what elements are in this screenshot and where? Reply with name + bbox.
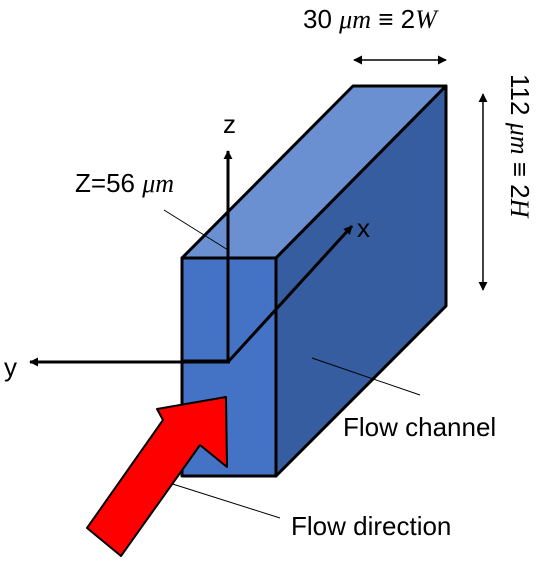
x-axis-label: x <box>357 213 370 243</box>
flow-channel-leader <box>311 357 421 396</box>
flow-direction-arrow-icon <box>86 396 228 557</box>
y-axis-label: y <box>4 352 17 382</box>
x-axis-line <box>226 224 354 364</box>
z-position-label: Z=56 μm <box>75 168 174 198</box>
z-axis-label: z <box>223 109 236 139</box>
flow-direction-label: Flow direction <box>291 511 451 541</box>
width-label: 30 μm ≡ 2W <box>303 4 439 34</box>
height-label: 112 μm ≡ 2H <box>505 74 535 219</box>
flow-channel-label: Flow channel <box>343 412 496 442</box>
z-position-leader <box>163 209 229 251</box>
flow-direction-leader <box>159 479 281 519</box>
